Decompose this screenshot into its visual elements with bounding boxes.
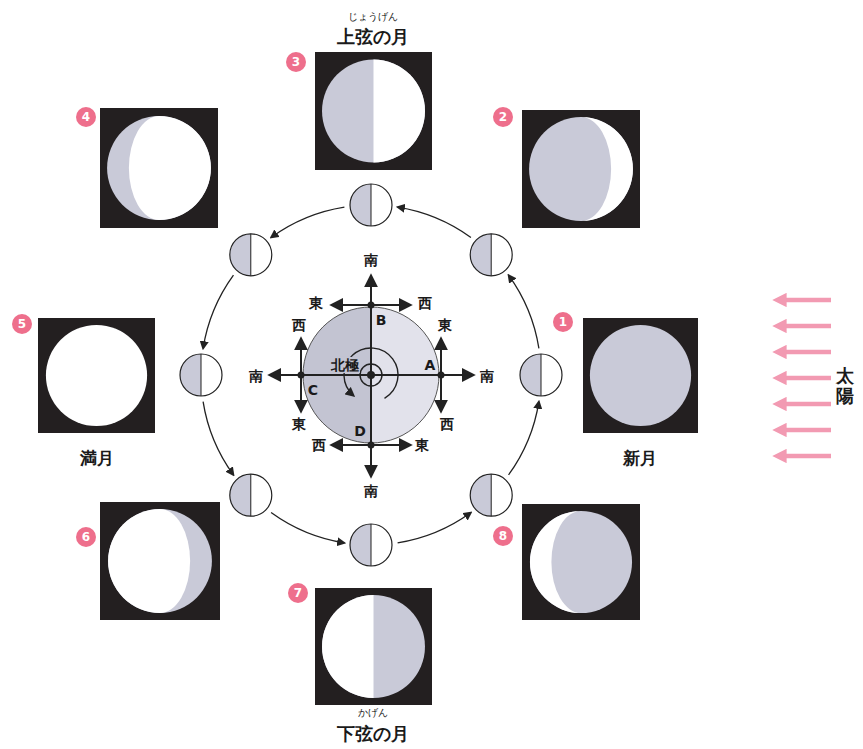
phase-name: 満月 bbox=[80, 449, 114, 469]
ruby-reading: じょうげん bbox=[348, 11, 398, 23]
phase-box: 1新月 bbox=[583, 318, 698, 433]
callout-number: 3 bbox=[286, 52, 306, 72]
sun-ray bbox=[778, 350, 831, 355]
phase-box: 4 bbox=[100, 108, 218, 228]
sun-ray bbox=[778, 428, 831, 433]
sun-ray bbox=[778, 402, 831, 407]
direction-label: 西 bbox=[440, 417, 454, 432]
orbit-arrow bbox=[203, 402, 233, 475]
ruby-reading: かげん bbox=[358, 707, 388, 719]
orbit-moon bbox=[520, 354, 562, 396]
orbit-arrow bbox=[509, 402, 539, 475]
moon-view bbox=[100, 108, 218, 228]
orbit-moon bbox=[350, 524, 392, 566]
direction-label: 東 bbox=[292, 417, 306, 432]
orbit-moon bbox=[230, 474, 272, 516]
sun-ray bbox=[778, 376, 831, 381]
orbit-arrow bbox=[271, 513, 344, 543]
sun-label: 太陽 bbox=[836, 366, 854, 406]
observer-label: B bbox=[376, 313, 387, 328]
sun-ray bbox=[778, 454, 831, 459]
moon-view bbox=[522, 504, 640, 620]
direction-label: 南 bbox=[364, 484, 378, 499]
callout-number: 7 bbox=[288, 583, 308, 603]
direction-label: 西 bbox=[292, 318, 306, 333]
moon-view bbox=[315, 52, 432, 170]
direction-label: 南 bbox=[249, 369, 263, 384]
direction-label: 東 bbox=[415, 438, 429, 453]
orbit-arrow bbox=[398, 207, 471, 237]
moon-view bbox=[583, 318, 698, 433]
earth-shape bbox=[303, 307, 439, 443]
callout-number: 6 bbox=[76, 527, 96, 547]
phase-box: 6 bbox=[100, 502, 220, 620]
observer-label: A bbox=[425, 358, 436, 373]
callout-number: 2 bbox=[493, 107, 513, 127]
callout-number: 5 bbox=[12, 314, 32, 334]
orbit-moon bbox=[350, 184, 392, 226]
observer-label: D bbox=[354, 424, 366, 439]
direction-label: 東 bbox=[438, 318, 452, 333]
orbit-moon bbox=[470, 234, 512, 276]
moon-view bbox=[38, 318, 155, 433]
phase-name: 下弦の月 bbox=[337, 724, 409, 745]
phase-box: 7かげん下弦の月 bbox=[315, 588, 432, 705]
callout-number: 4 bbox=[76, 107, 96, 127]
phase-name: 新月 bbox=[623, 449, 657, 469]
phase-box: 3じょうげん上弦の月 bbox=[315, 52, 432, 170]
sun-ray bbox=[778, 324, 831, 329]
callout-number: 8 bbox=[493, 526, 513, 546]
direction-label: 南 bbox=[480, 369, 494, 384]
phase-box: 5満月 bbox=[38, 318, 155, 433]
orbit-moon bbox=[470, 474, 512, 516]
direction-label: 西 bbox=[418, 296, 432, 311]
direction-label: 西 bbox=[312, 438, 326, 453]
pole-label: 北極 bbox=[330, 357, 360, 373]
moon-view bbox=[522, 110, 640, 228]
orbit-arrow bbox=[203, 275, 233, 348]
orbit-moon bbox=[180, 354, 222, 396]
earth-disc: 北極 bbox=[303, 307, 439, 443]
orbit-arrow bbox=[509, 275, 539, 348]
direction-label: 東 bbox=[309, 296, 323, 311]
phase-box: 8 bbox=[522, 504, 640, 620]
direction-label: 南 bbox=[364, 253, 378, 268]
moon-view bbox=[100, 502, 220, 620]
phase-name: 上弦の月 bbox=[337, 27, 409, 48]
observer-label: C bbox=[308, 383, 318, 398]
moon-view bbox=[315, 588, 432, 705]
orbit-arrow bbox=[271, 207, 344, 237]
orbit-moon bbox=[230, 234, 272, 276]
callout-number: 1 bbox=[553, 312, 573, 332]
sun-ray bbox=[778, 298, 831, 303]
orbit-arrow bbox=[398, 513, 471, 543]
phase-box: 2 bbox=[522, 110, 640, 228]
